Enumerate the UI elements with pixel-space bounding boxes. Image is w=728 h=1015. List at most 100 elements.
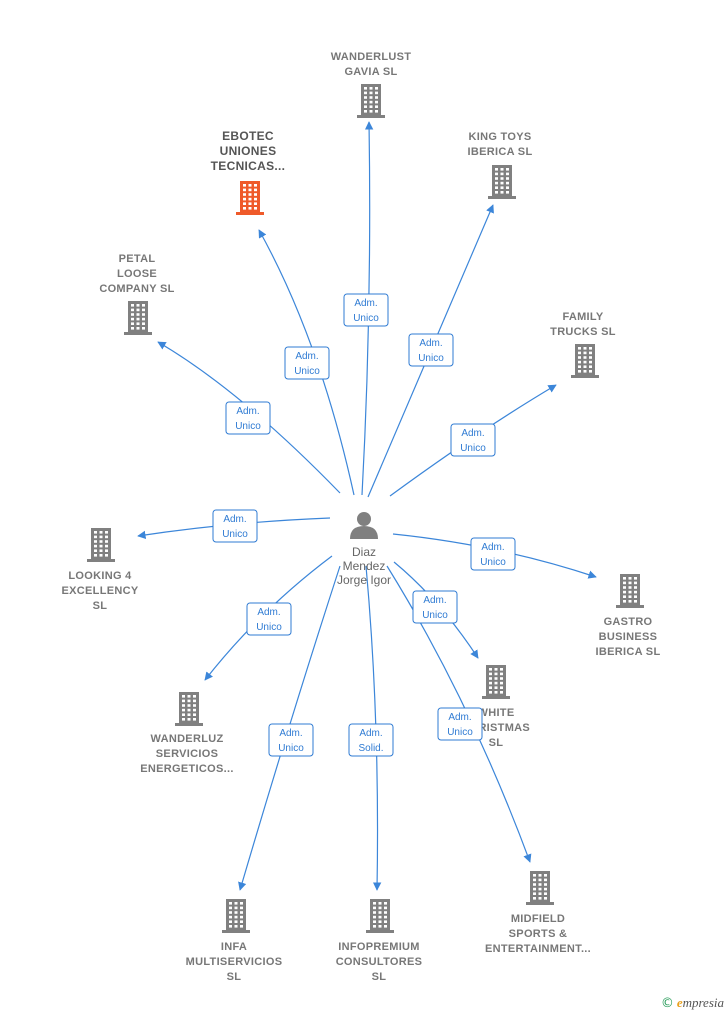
- building-window: [99, 554, 103, 557]
- company-name-line: BUSINESS: [599, 631, 658, 643]
- building-window: [94, 531, 97, 534]
- building-icon-ebotec[interactable]: [236, 181, 264, 215]
- building-window: [538, 878, 542, 882]
- relation-badge-box: [412, 590, 458, 624]
- company-name-line: EBOTEC: [222, 129, 274, 143]
- relation-badge-petal[interactable]: Adm.Unico: [225, 401, 271, 435]
- building-window: [378, 920, 382, 923]
- building-icon-wanderlust[interactable]: [357, 84, 385, 118]
- relation-role-text: Unico: [278, 743, 304, 754]
- building-window: [243, 197, 246, 201]
- relation-badge-family[interactable]: Adm.Unico: [450, 423, 496, 457]
- relation-badge-box: [450, 423, 496, 457]
- building-window: [506, 186, 509, 189]
- building-window: [628, 595, 632, 598]
- building-icon-infa[interactable]: [222, 899, 250, 933]
- relation-role-text: Unico: [294, 366, 320, 377]
- building-window: [369, 96, 373, 99]
- building-base: [87, 559, 115, 562]
- company-name-line: SPORTS &: [509, 928, 568, 940]
- building-window: [193, 699, 196, 703]
- building-icon-kingtoys[interactable]: [488, 165, 516, 199]
- building-icon-petal[interactable]: [124, 301, 152, 335]
- building-base: [124, 332, 152, 335]
- building-window: [583, 360, 587, 364]
- building-window: [495, 172, 498, 176]
- relation-badge-infopremium[interactable]: Adm.Solid.: [348, 723, 394, 757]
- building-icon-family[interactable]: [571, 344, 599, 378]
- building-window: [384, 925, 387, 928]
- company-name-line: SL: [372, 971, 387, 983]
- building-icon-infopremium[interactable]: [366, 899, 394, 933]
- building-window: [384, 902, 387, 905]
- brand-logo-text: mpresia: [682, 995, 724, 1010]
- building-icon-midfield[interactable]: [526, 871, 554, 905]
- building-window: [243, 202, 246, 205]
- relation-badge-ebotec[interactable]: Adm.Unico: [284, 346, 330, 380]
- building-window: [628, 586, 632, 589]
- building-icon-white[interactable]: [482, 665, 510, 699]
- building-window: [500, 191, 504, 194]
- building-window: [500, 186, 504, 189]
- relation-badge-white[interactable]: Adm.Unico: [412, 590, 458, 624]
- relation-badge-kingtoys[interactable]: Adm.Unico: [408, 333, 454, 367]
- company-label-wanderluz[interactable]: WANDERLUZSERVICIOSENERGETICOS...: [140, 733, 233, 775]
- building-window: [142, 313, 145, 316]
- building-window: [373, 915, 376, 919]
- building-window: [243, 184, 246, 187]
- relation-role-text: Solid.: [358, 743, 383, 754]
- relation-badge-infa[interactable]: Adm.Unico: [268, 723, 314, 757]
- building-window: [234, 925, 238, 928]
- company-label-ebotec[interactable]: EBOTECUNIONESTECNICAS...: [211, 129, 286, 173]
- building-window: [254, 197, 257, 201]
- building-window: [378, 911, 382, 914]
- building-window: [243, 188, 246, 192]
- company-name-line: FAMILY: [562, 311, 603, 323]
- relation-badge-midfield[interactable]: Adm.Unico: [437, 707, 483, 741]
- person-head: [357, 512, 371, 526]
- building-window: [373, 902, 376, 905]
- person-body: [350, 526, 378, 539]
- building-window: [500, 177, 504, 180]
- building-window: [182, 704, 185, 707]
- building-window: [136, 322, 140, 325]
- building-window: [506, 172, 509, 176]
- building-window: [538, 874, 542, 877]
- building-window: [506, 168, 509, 171]
- relation-badge-looking4[interactable]: Adm.Unico: [212, 509, 258, 543]
- building-window: [182, 718, 185, 721]
- building-base: [616, 605, 644, 608]
- building-window: [533, 892, 536, 895]
- person-icon[interactable]: [350, 512, 378, 539]
- building-window: [489, 686, 492, 689]
- building-window: [544, 883, 547, 886]
- relation-badge-wanderluz[interactable]: Adm.Unico: [246, 602, 292, 636]
- relation-role-text: Adm.: [354, 298, 377, 309]
- relation-role-text: Adm.: [481, 542, 504, 553]
- building-window: [240, 920, 243, 923]
- relation-edge-midfield: [386, 565, 532, 863]
- building-icon-looking4[interactable]: [87, 528, 115, 562]
- company-name-line: LOOKING 4: [68, 570, 132, 582]
- relation-badge-wanderlust[interactable]: Adm.Unico: [343, 293, 389, 327]
- building-window: [254, 207, 257, 210]
- building-icon-wanderluz[interactable]: [175, 692, 203, 726]
- relation-badge-gastro[interactable]: Adm.Unico: [470, 537, 516, 571]
- company-name-line: WANDERLUST: [331, 51, 412, 63]
- relation-role-text: Unico: [418, 353, 444, 364]
- building-window: [193, 718, 196, 721]
- building-window: [589, 347, 592, 350]
- relation-badge-box: [246, 602, 292, 636]
- building-icon-gastro[interactable]: [616, 574, 644, 608]
